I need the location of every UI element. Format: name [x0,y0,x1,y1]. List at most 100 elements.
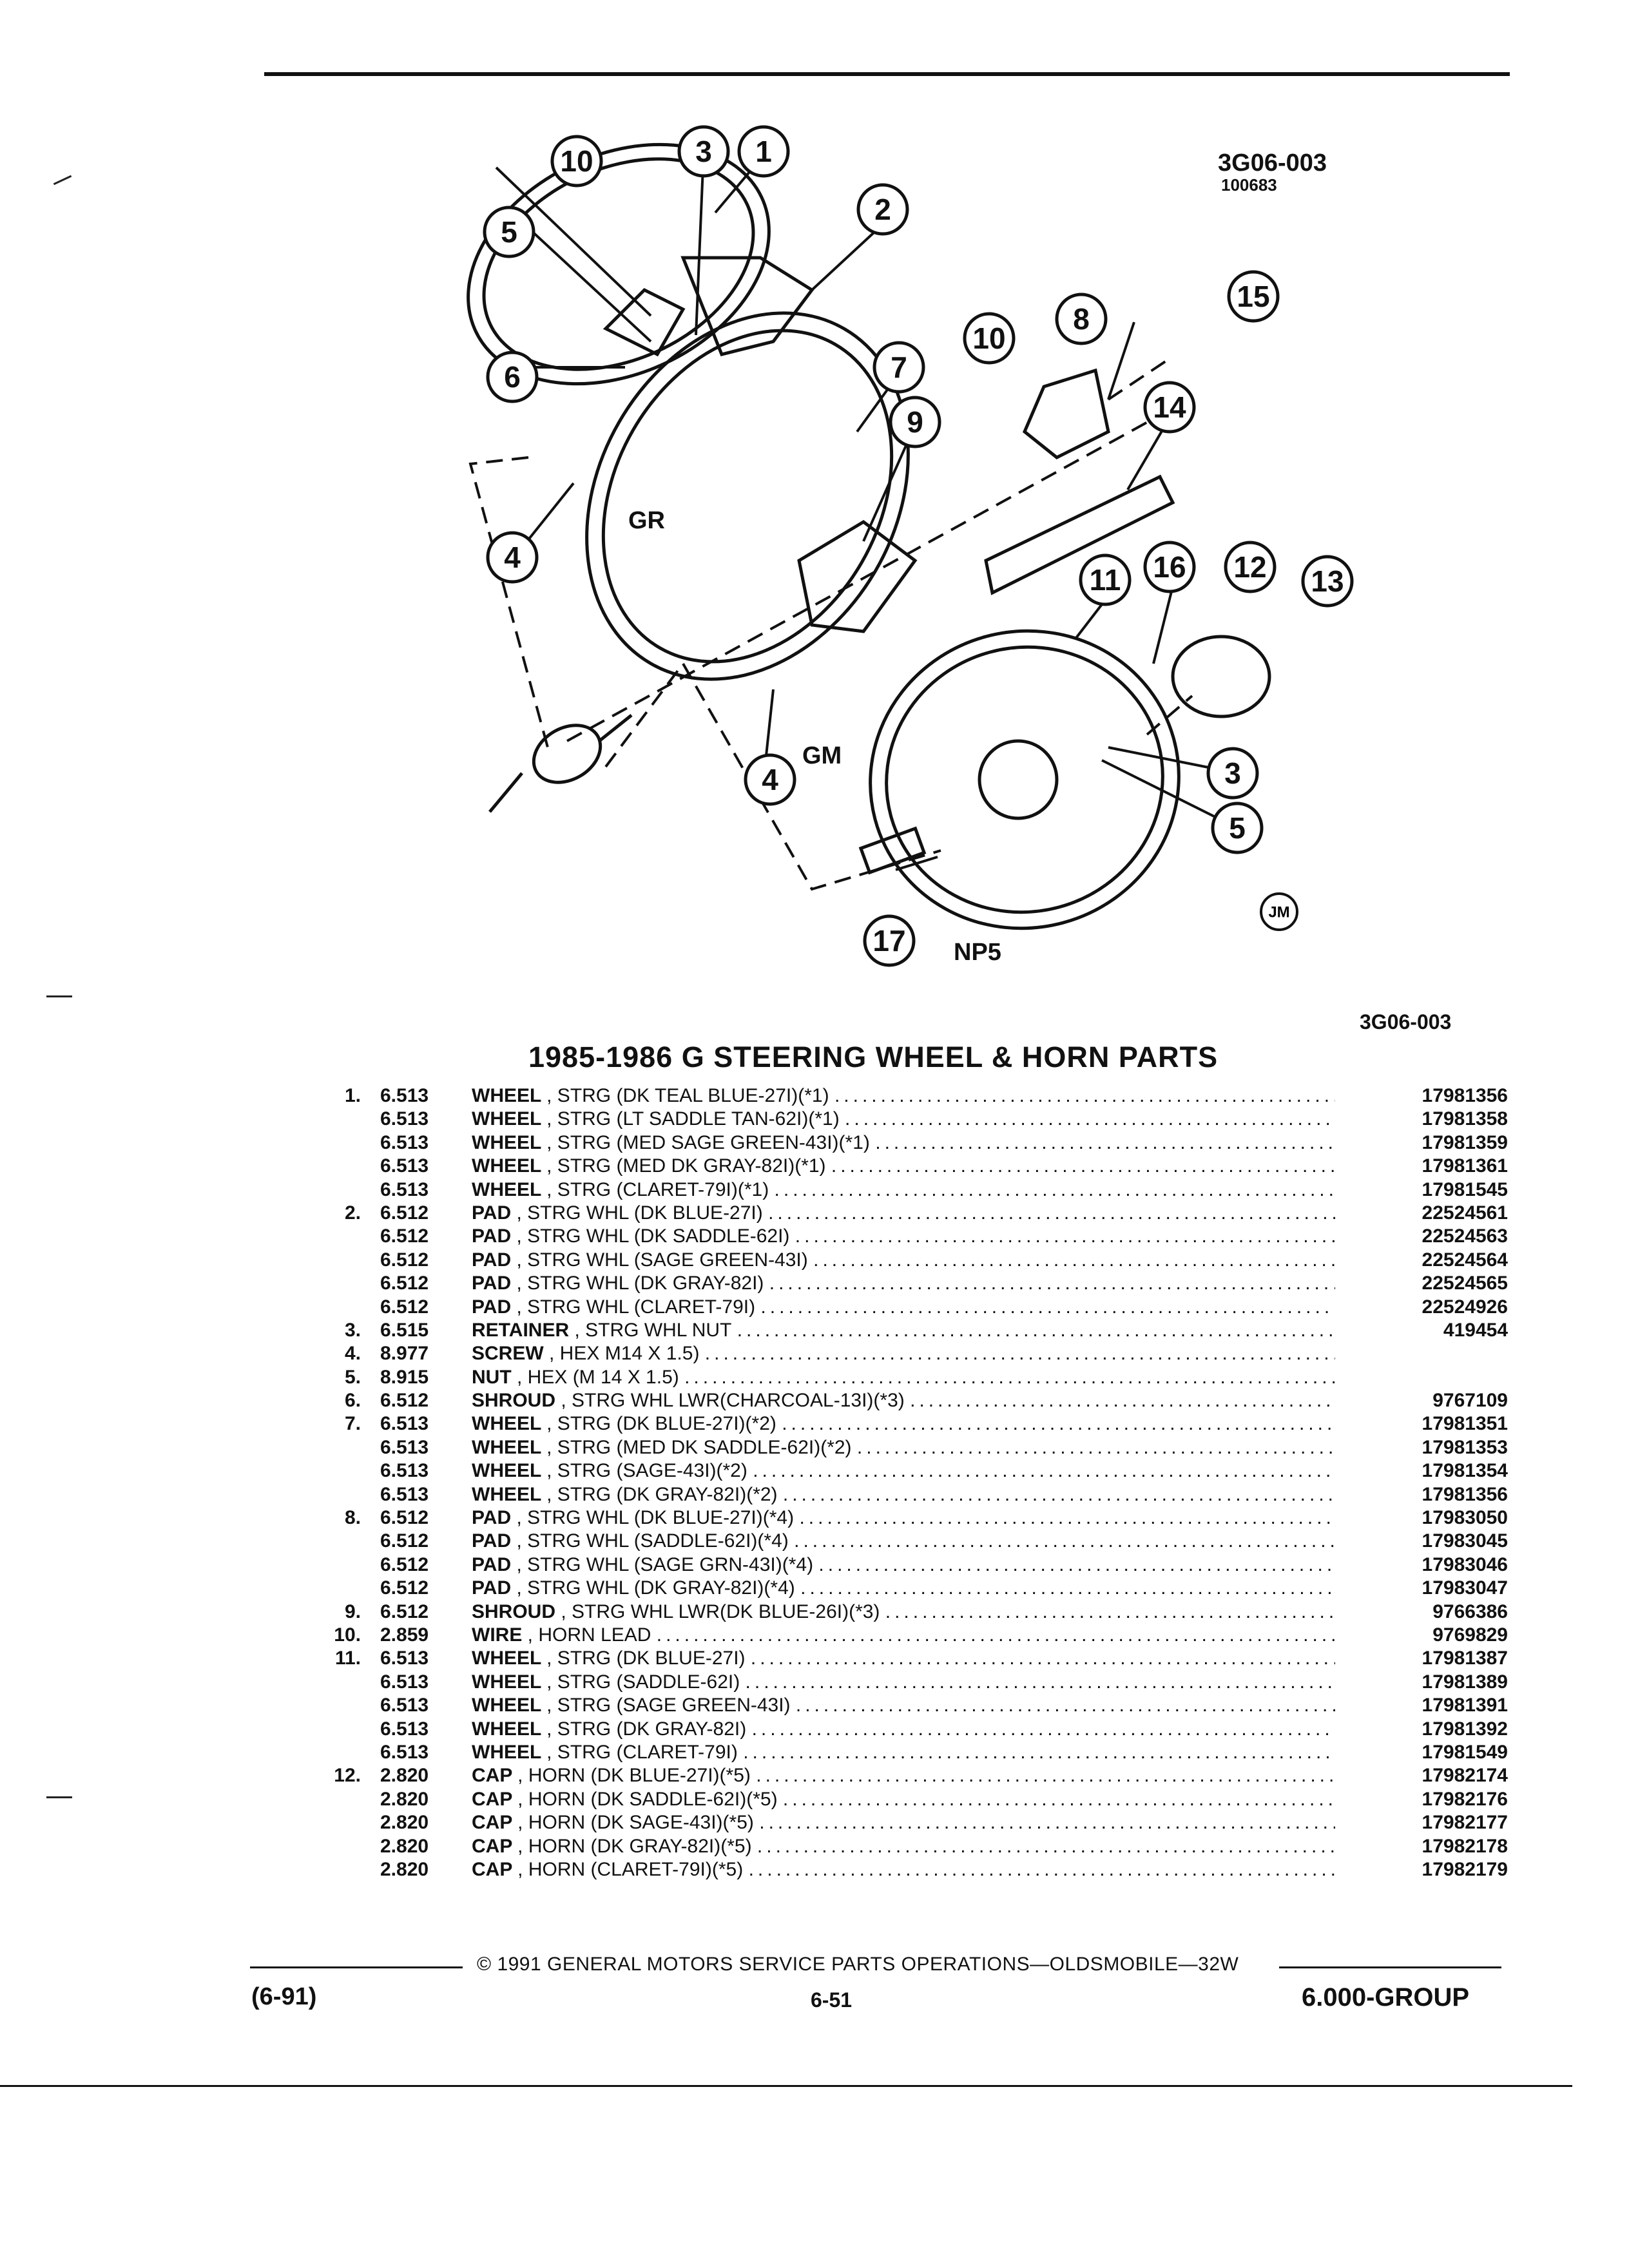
part-number: 17982178 [1422,1835,1508,1857]
part-index: 12. [334,1765,361,1787]
part-name: PAD [472,1553,512,1575]
svg-text:10: 10 [560,144,593,178]
svg-text:12: 12 [1233,550,1266,584]
part-description: PAD , STRG WHL (DK GRAY-82I) ...........… [472,1272,1335,1295]
leader-dots: ........................................… [745,1671,1335,1693]
leader-dots: ........................................… [737,1319,1335,1341]
part-number: 17981549 [1422,1741,1508,1763]
diagram-bottom-code: 3G06-003 [1360,1010,1452,1033]
part-number: 17983045 [1422,1530,1508,1552]
part-number: 17981358 [1422,1108,1508,1130]
svg-text:3: 3 [1224,756,1241,790]
part-detail: , STRG (SAGE-43I)(*2) [546,1460,747,1482]
svg-text:5: 5 [1229,811,1246,845]
part-group-code: 6.512 [380,1273,429,1294]
part-number: 17981361 [1422,1155,1508,1177]
horn-pad-8 [1022,368,1110,459]
callout-7: 7 [872,341,925,394]
leader-dots: ........................................… [769,1273,1335,1294]
part-group-code: 6.512 [380,1553,429,1575]
part-description: WHEEL , STRG (DK GRAY-82I) .............… [472,1718,1335,1741]
part-number: 17981356 [1422,1085,1508,1106]
leader-dots: ........................................… [845,1108,1335,1130]
part-group-code: 6.513 [380,1178,429,1200]
part-number: 17981545 [1422,1178,1508,1200]
hub-gr [602,287,686,357]
svg-text:1: 1 [755,135,772,168]
svg-text:JM: JM [1268,904,1289,921]
leader-8 [1107,322,1135,400]
part-group-code: 6.513 [380,1413,429,1435]
part-number: 17983046 [1422,1553,1508,1575]
leader-dots: ........................................… [782,1788,1335,1810]
part-detail: , STRG (SAGE GREEN-43I) [546,1695,791,1716]
callout-3-bottom: 3 [1206,747,1259,800]
leader-dots: ........................................… [768,1202,1335,1224]
part-index: 9. [344,1600,361,1622]
part-detail: , STRG (DK BLUE-27I)(*2) [546,1413,776,1435]
hub-gm [797,519,918,633]
footer-page-number: 6-51 [811,1988,853,2012]
part-detail: , STRG WHL LWR(DK BLUE-26I)(*3) [561,1600,880,1622]
leader-dots: ........................................… [704,1343,1335,1365]
part-index: 8. [344,1507,361,1529]
leader-dots: ........................................… [757,1835,1335,1857]
part-description: NUT , HEX (M 14 X 1.5) .................… [472,1366,1335,1389]
part-name: CAP [472,1835,512,1857]
part-name: WHEEL [472,1483,541,1505]
part-description: WHEEL , STRG (MED DK SADDLE-62I)(*2) ...… [472,1436,1335,1459]
callout-4-bottom: 4 [744,753,796,806]
part-number: 22524563 [1422,1225,1508,1247]
part-name: SHROUD [472,1390,556,1412]
svg-text:17: 17 [872,924,905,957]
part-number: 17982179 [1422,1858,1508,1880]
part-number: 22524565 [1422,1273,1508,1294]
callout-6: 6 [486,351,539,403]
part-group-code: 2.820 [380,1858,429,1880]
part-description: PAD , STRG WHL (SAGE GRN-43I)(*4) ......… [472,1553,1335,1577]
part-name: WHEEL [472,1085,541,1106]
part-detail: , STRG WHL (SAGE GREEN-43I) [516,1249,808,1271]
part-group-code: 8.977 [380,1343,429,1365]
part-detail: , STRG (MED DK GRAY-82I)(*1) [546,1155,826,1177]
part-group-code: 2.820 [380,1812,429,1834]
footer-rule-right [1279,1966,1501,1968]
part-number: 17981359 [1422,1131,1508,1153]
part-description: WHEEL , STRG (MED SAGE GREEN-43I)(*1) ..… [472,1131,1335,1155]
leader-dots: ........................................… [750,1648,1335,1669]
part-number: 17981356 [1422,1483,1508,1505]
part-group-code: 6.512 [380,1249,429,1271]
leader-dots: ........................................… [856,1436,1335,1458]
callout-15: 15 [1227,270,1280,323]
part-description: SHROUD , STRG WHL LWR(DK BLUE-26I)(*3) .… [472,1600,1335,1624]
part-index: 3. [344,1319,361,1341]
exploded-parts-diagram: 10 3 1 2 5 6 15 10 8 7 9 14 4 11 16 12 1… [412,97,1418,999]
steering-column-sides [488,714,633,813]
part-detail: , STRG WHL (SAGE GRN-43I)(*4) [516,1553,814,1575]
part-group-code: 2.820 [380,1788,429,1810]
part-name: PAD [472,1202,512,1224]
part-description: WHEEL , STRG (SAGE GREEN-43I) ..........… [472,1694,1335,1717]
steering-wheel-np5-inner [885,645,1164,914]
leader-dots: ........................................… [795,1695,1335,1716]
part-name: WHEEL [472,1413,541,1435]
part-index: 4. [344,1343,361,1365]
top-rule [264,72,1510,76]
part-group-code: 2.859 [380,1624,429,1646]
part-detail: , STRG (DK GRAY-82I) [546,1718,747,1740]
part-index: 2. [344,1202,361,1224]
leader-dots: ........................................… [818,1553,1335,1575]
